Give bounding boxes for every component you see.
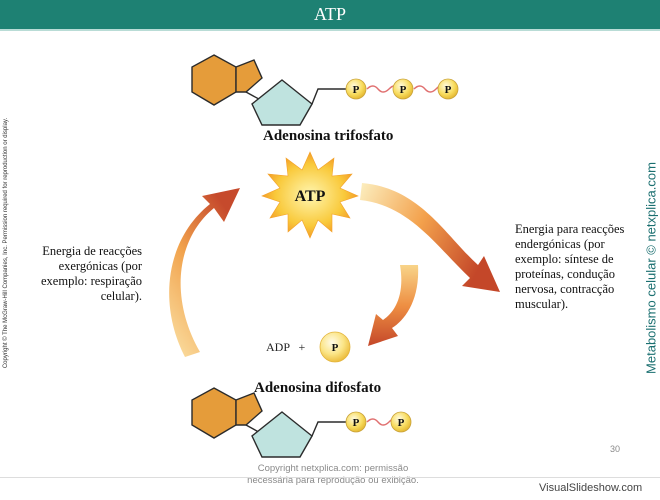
side-watermark: Metabolismo celular © netxplica.com — [643, 161, 659, 374]
atp-molecule: P P P — [191, 54, 459, 126]
adp-phosphate-2-label: P — [398, 417, 405, 429]
endergonic-line: endergónicas (por — [515, 237, 605, 251]
adp-phosphate-2 — [390, 411, 412, 433]
adp-molecule: P P — [191, 387, 412, 458]
atp-phosphate-2 — [392, 78, 414, 100]
arrow-endergonic-right — [360, 183, 500, 292]
arrow-exergonic-up — [169, 188, 240, 357]
adp-molecule-name: Adenosina difosfato — [254, 380, 382, 396]
atp-phosphate-2-label: P — [400, 84, 407, 96]
free-phosphate-label: P — [332, 342, 339, 354]
footer-copyright-line: Copyright netxplica.com: permissão — [257, 463, 409, 474]
endergonic-line: nervosa, contracção — [515, 282, 615, 296]
side-copyright-notice: Copyright © The McGraw-Hill Companies, I… — [3, 117, 9, 369]
endergonic-line: muscular). — [515, 297, 569, 311]
footer-copyright: Copyright netxplica.com: permissão neces… — [228, 463, 438, 487]
endergonic-line: exemplo: síntese de — [515, 252, 614, 266]
adp-hexagon — [191, 387, 237, 439]
atp-phosphate-1-label: P — [353, 84, 360, 96]
exergonic-line: celular). — [100, 289, 142, 303]
exergonic-description: Energia de reacções exergónicas (por exe… — [22, 244, 142, 304]
atp-phosphate-3-label: P — [445, 84, 452, 96]
atp-ribose — [251, 79, 313, 126]
atp-phosphate-3 — [437, 78, 459, 100]
atp-phosphate-1 — [345, 78, 367, 100]
footer-copyright-line: necessária para reprodução ou exibição. — [247, 475, 419, 486]
atp-pentagon-ring — [235, 59, 263, 93]
exergonic-line: exergónicas (por — [58, 259, 142, 273]
free-phosphate — [319, 331, 351, 363]
title-underline — [0, 29, 660, 31]
atp-molecule-name: Adenosina trifosfato — [263, 128, 394, 144]
adp-plus-label: ADP + — [266, 340, 306, 354]
adp-pentagon-ring — [235, 392, 263, 426]
slide-title-bar: ATP — [0, 0, 660, 29]
adp-ribose — [251, 411, 313, 458]
exergonic-line: exemplo: respiração — [41, 274, 142, 288]
atp-energy-burst: ATP — [261, 151, 359, 239]
endergonic-line: proteínas, condução — [515, 267, 615, 281]
exergonic-line: Energia de reacções — [42, 244, 142, 258]
brand-watermark[interactable]: VisualSlideshow.com — [539, 482, 643, 494]
endergonic-line: Energia para reacções — [515, 222, 625, 236]
slide-title: ATP — [313, 4, 346, 24]
side-watermark-wrap: Metabolismo celular © netxplica.com — [642, 160, 660, 375]
atp-hexagon — [191, 54, 237, 106]
page-number: 30 — [610, 444, 621, 454]
footer-divider — [0, 477, 660, 478]
atp-burst-label: ATP — [295, 188, 326, 205]
endergonic-description: Energia para reacções endergónicas (por … — [515, 222, 640, 312]
arrow-hydrolysis-down — [368, 265, 419, 346]
adp-phosphate-1 — [345, 411, 367, 433]
adp-phosphate-1-label: P — [353, 417, 360, 429]
